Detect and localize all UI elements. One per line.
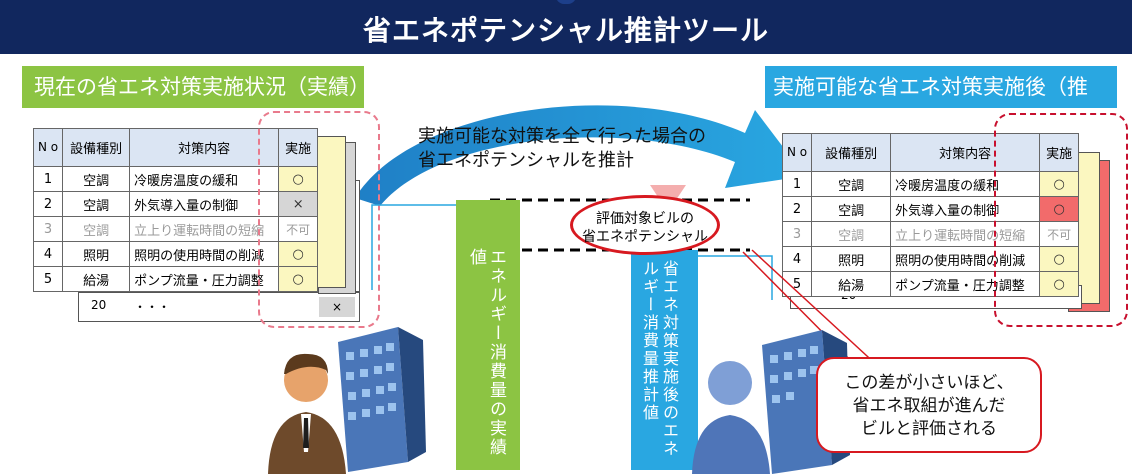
row-no: 3 bbox=[32, 216, 64, 242]
left-extra-row-no: 20 bbox=[91, 298, 107, 312]
callout-line2: 省エネ取組が進んだ bbox=[852, 396, 1006, 416]
right-implemented-highlight bbox=[994, 113, 1128, 327]
row-status: ○ bbox=[1039, 171, 1080, 197]
table-row: 2 空調 外気導入量の制御 ○ bbox=[781, 196, 1080, 222]
arrow-caption-line2: 省エネポテンシャルを推計 bbox=[418, 150, 634, 171]
table-row: 1 空調 冷暖房温度の緩和 ○ bbox=[32, 166, 319, 192]
row-status: 不可 bbox=[1039, 221, 1080, 247]
col-no-header: N o bbox=[32, 128, 64, 167]
row-measure: 照明の使用時間の削減 bbox=[129, 241, 280, 267]
businessman-building-icon-left bbox=[268, 327, 426, 474]
row-no: 2 bbox=[781, 196, 813, 222]
row-measure: ポンプ流量・圧力調整 bbox=[890, 271, 1041, 297]
row-category: 空調 bbox=[811, 221, 892, 247]
row-status: ○ bbox=[1039, 246, 1080, 272]
row-measure: ポンプ流量・圧力調整 bbox=[129, 266, 280, 292]
table-row: 2 空調 外気導入量の制御 × bbox=[32, 191, 319, 217]
col-no-header: N o bbox=[781, 133, 813, 172]
left-implemented-highlight bbox=[258, 111, 380, 328]
row-status: ○ bbox=[278, 241, 319, 267]
estimated-consumption-label: 省エネ対策実施後のエネルギー消費量推計値 bbox=[640, 260, 679, 458]
actual-consumption-bar: エネルギー消費量の実績値 bbox=[456, 200, 520, 470]
row-no: 1 bbox=[781, 171, 813, 197]
curved-arrow-icon bbox=[355, 105, 805, 206]
left-extra-row-measure: ・・・ bbox=[134, 300, 171, 314]
right-measures-table: N o 設備種別 対策内容 実施 1 空調 冷暖房温度の緩和 ○ 2 空調 外気… bbox=[781, 133, 1080, 297]
table-row: 5 給湯 ポンプ流量・圧力調整 ○ bbox=[32, 266, 319, 292]
row-category: 空調 bbox=[811, 196, 892, 222]
row-no: 1 bbox=[32, 166, 64, 192]
row-status: ○ bbox=[1039, 196, 1080, 222]
row-status: ○ bbox=[278, 166, 319, 192]
callout-line1: この差が小さいほど、 bbox=[844, 373, 1014, 393]
right-section-header: 実施可能な省エネ対策実施後（推計） bbox=[765, 66, 1117, 141]
row-no: 5 bbox=[781, 271, 813, 297]
col-category-header: 設備種別 bbox=[62, 128, 131, 167]
oval-line1: 評価対象ビルの bbox=[596, 211, 694, 227]
col-measure-header: 対策内容 bbox=[129, 128, 280, 167]
callout-line3: ビルと評価される bbox=[861, 419, 997, 439]
title-bar: 省エネポテンシャル推計ツール bbox=[0, 0, 1132, 54]
left-measures-table: N o 設備種別 対策内容 実施 1 空調 冷暖房温度の緩和 ○ 2 空調 外気… bbox=[32, 128, 319, 292]
row-status: × bbox=[278, 191, 319, 217]
table-row: 4 照明 照明の使用時間の削減 ○ bbox=[781, 246, 1080, 272]
row-category: 給湯 bbox=[62, 266, 131, 292]
row-category: 空調 bbox=[62, 166, 131, 192]
left-extra-row-status: × bbox=[319, 297, 355, 317]
row-no: 5 bbox=[32, 266, 64, 292]
actual-consumption-label: エネルギー消費量の実績値 bbox=[466, 248, 506, 457]
row-status: ○ bbox=[278, 266, 319, 292]
col-implemented-header: 実施 bbox=[1039, 133, 1080, 172]
row-category: 給湯 bbox=[811, 271, 892, 297]
col-category-header: 設備種別 bbox=[811, 133, 892, 172]
row-measure: 外気導入量の制御 bbox=[129, 191, 280, 217]
arrow-caption: 実施可能な対策を全て行った場合の 省エネポテンシャルを推計 bbox=[418, 125, 706, 173]
potential-oval: 評価対象ビルの 省エネポテンシャル bbox=[570, 195, 720, 255]
row-category: 照明 bbox=[62, 241, 131, 267]
table-row: 5 給湯 ポンプ流量・圧力調整 ○ bbox=[781, 271, 1080, 297]
row-no: 4 bbox=[32, 241, 64, 267]
left-section-header: 現在の省エネ対策実施状況（実績） bbox=[22, 66, 370, 108]
table-row: 4 照明 照明の使用時間の削減 ○ bbox=[32, 241, 319, 267]
page-title: 省エネポテンシャル推計ツール bbox=[362, 14, 769, 47]
left-extra-row-card: 20 ・・・ × bbox=[78, 292, 360, 322]
estimated-consumption-bar: 省エネ対策実施後のエネルギー消費量推計値 bbox=[631, 250, 698, 470]
arrow-caption-line1: 実施可能な対策を全て行った場合の bbox=[418, 126, 706, 147]
row-measure: 冷暖房温度の緩和 bbox=[129, 166, 280, 192]
col-implemented-header: 実施 bbox=[278, 128, 319, 167]
evaluation-callout: この差が小さいほど、 省エネ取組が進んだ ビルと評価される bbox=[816, 357, 1042, 453]
row-status: ○ bbox=[1039, 271, 1080, 297]
row-category: 空調 bbox=[62, 191, 131, 217]
oval-line2: 省エネポテンシャル bbox=[582, 229, 708, 245]
title-tab-decoration bbox=[556, 0, 576, 4]
